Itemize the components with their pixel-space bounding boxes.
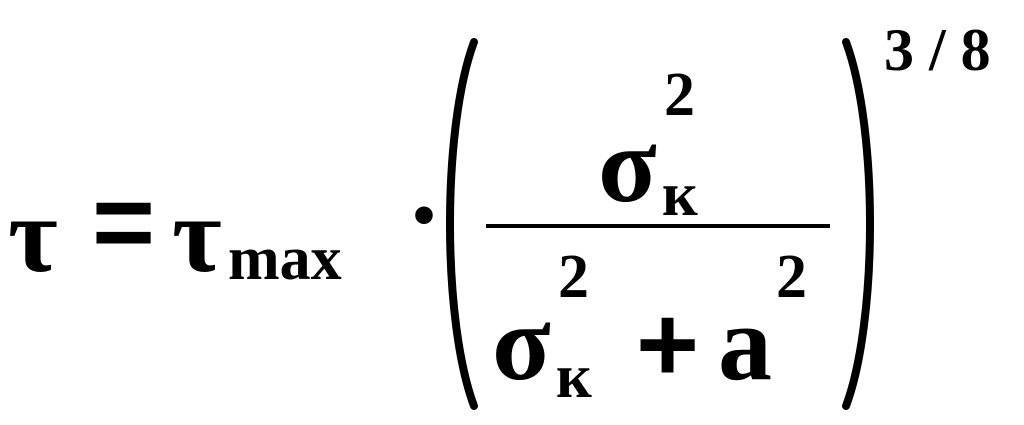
lhs-tau: τ — [8, 176, 58, 295]
numerator-superscript: 2 — [664, 61, 695, 129]
denominator-sigma-subscript: к — [556, 343, 592, 411]
plus-sign: + — [636, 283, 700, 404]
denominator-sigma: σ — [492, 284, 551, 403]
multiplication-dot: · — [406, 156, 443, 275]
outer-exponent: 3 / 8 — [884, 17, 991, 83]
denominator-a-superscript: 2 — [776, 243, 807, 311]
left-parenthesis — [446, 38, 478, 410]
equals-sign: = — [92, 161, 156, 282]
numerator-subscript: к — [662, 161, 698, 229]
tau: τ — [172, 176, 222, 295]
right-parenthesis — [842, 38, 874, 410]
tau-subscript-max: max — [228, 225, 342, 293]
fraction-bar — [486, 224, 830, 228]
denominator-sigma-superscript: 2 — [558, 243, 589, 311]
denominator-a: a — [718, 284, 772, 403]
numerator-sigma: σ — [598, 106, 657, 225]
